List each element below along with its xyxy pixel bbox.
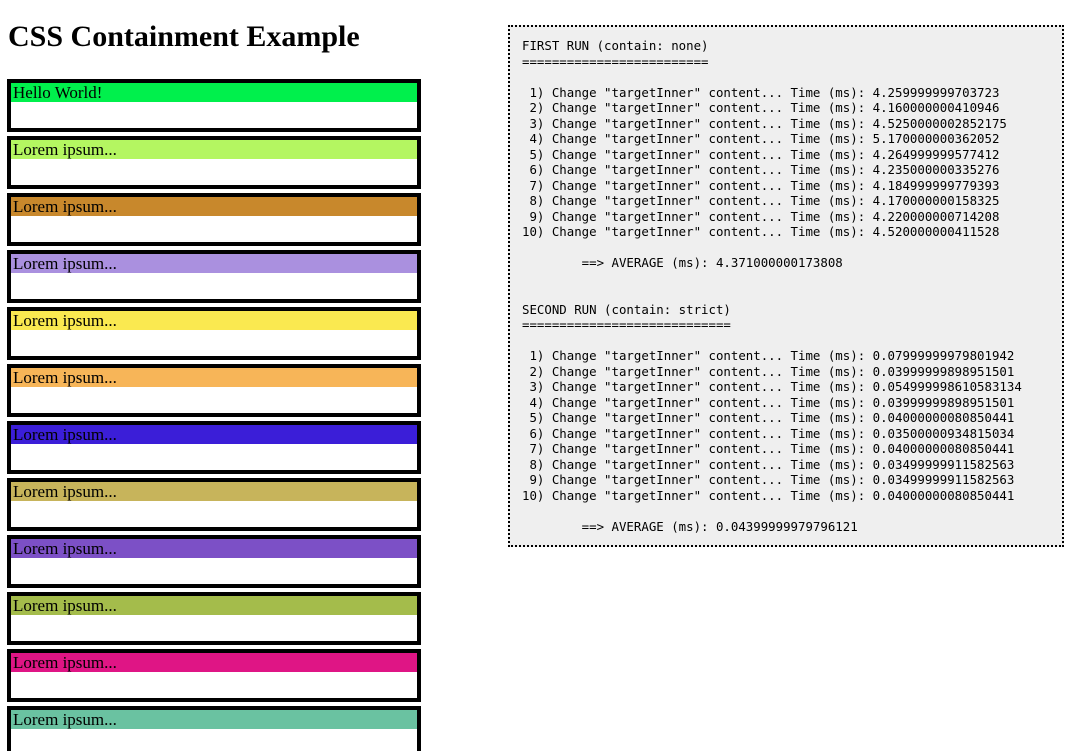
timing-row: 10) Change "targetInner" content... Time… [522,487,1015,503]
box-header-strip: Lorem ipsum... [11,368,417,387]
performance-results-panel: FIRST RUN (contain: none) ==============… [508,25,1064,547]
timing-row: 9) Change "targetInner" content... Time … [522,208,1000,224]
timing-row: 8) Change "targetInner" content... Time … [522,193,1000,208]
blank-line [522,271,1062,287]
containment-box: Lorem ipsum... [7,250,421,303]
containment-box: Lorem ipsum... [7,649,421,702]
first-run-underline: ========================= [522,53,709,69]
containment-demo-column: CSS Containment Example Hello World! Lor… [7,0,421,751]
box-header-strip: Lorem ipsum... [11,311,417,330]
box-header-strip: Lorem ipsum... [11,653,417,672]
timing-row: 4) Change "targetInner" content... Time … [522,394,1015,410]
second-run-heading: SECOND RUN (contain: strict) [522,301,731,317]
timing-row: 5) Change "targetInner" content... Time … [522,410,1015,425]
first-run-average: ==> AVERAGE (ms): 4.371000000173808 [522,255,843,270]
timing-row: 6) Change "targetInner" content... Time … [522,162,1000,177]
box-header-strip: Lorem ipsum... [11,140,417,159]
blank-line [522,240,1062,256]
timing-row: 2) Change "targetInner" content... Time … [522,100,1000,115]
timing-row: 7) Change "targetInner" content... Time … [522,177,1000,193]
blank-line [522,503,1062,519]
containment-box: Lorem ipsum... [7,136,421,189]
box-header-strip: Lorem ipsum... [11,539,417,558]
box-header-strip: Lorem ipsum... [11,254,417,273]
containment-box: Lorem ipsum... [7,364,421,417]
timing-row: 8) Change "targetInner" content... Time … [522,456,1015,472]
first-run-heading: FIRST RUN (contain: none) [522,38,709,53]
timing-row: 3) Change "targetInner" content... Time … [522,115,1007,131]
timing-row: 2) Change "targetInner" content... Time … [522,363,1015,379]
blank-line [522,286,1062,302]
second-run-average: ==> AVERAGE (ms): 0.04399999979796121 [522,518,858,534]
timing-row: 3) Change "targetInner" content... Time … [522,379,1022,394]
timing-row: 5) Change "targetInner" content... Time … [522,146,1000,162]
timing-row: 9) Change "targetInner" content... Time … [522,472,1015,487]
timing-row: 1) Change "targetInner" content... Time … [522,84,1000,100]
box-header-strip: Lorem ipsum... [11,425,417,444]
blank-line [522,333,1062,349]
containment-box: Lorem ipsum... [7,421,421,474]
timing-row: 6) Change "targetInner" content... Time … [522,425,1015,441]
containment-box: Lorem ipsum... [7,535,421,588]
box-header-strip: Hello World! [11,83,417,102]
timing-row: 1) Change "targetInner" content... Time … [522,348,1015,363]
timing-row: 7) Change "targetInner" content... Time … [522,441,1015,456]
containment-box: Hello World! [7,79,421,132]
blank-line [522,69,1062,85]
timing-row: 10) Change "targetInner" content... Time… [522,224,1000,239]
containment-box: Lorem ipsum... [7,193,421,246]
second-run-underline: ============================ [522,317,731,332]
timing-row: 4) Change "targetInner" content... Time … [522,131,1000,146]
containment-box: Lorem ipsum... [7,307,421,360]
box-header-strip: Lorem ipsum... [11,482,417,501]
page-title: CSS Containment Example [8,20,360,53]
box-header-strip: Lorem ipsum... [11,710,417,729]
containment-box: Lorem ipsum... [7,706,421,751]
containment-box: Lorem ipsum... [7,592,421,645]
containment-box: Lorem ipsum... [7,478,421,531]
box-header-strip: Lorem ipsum... [11,596,417,615]
box-header-strip: Lorem ipsum... [11,197,417,216]
